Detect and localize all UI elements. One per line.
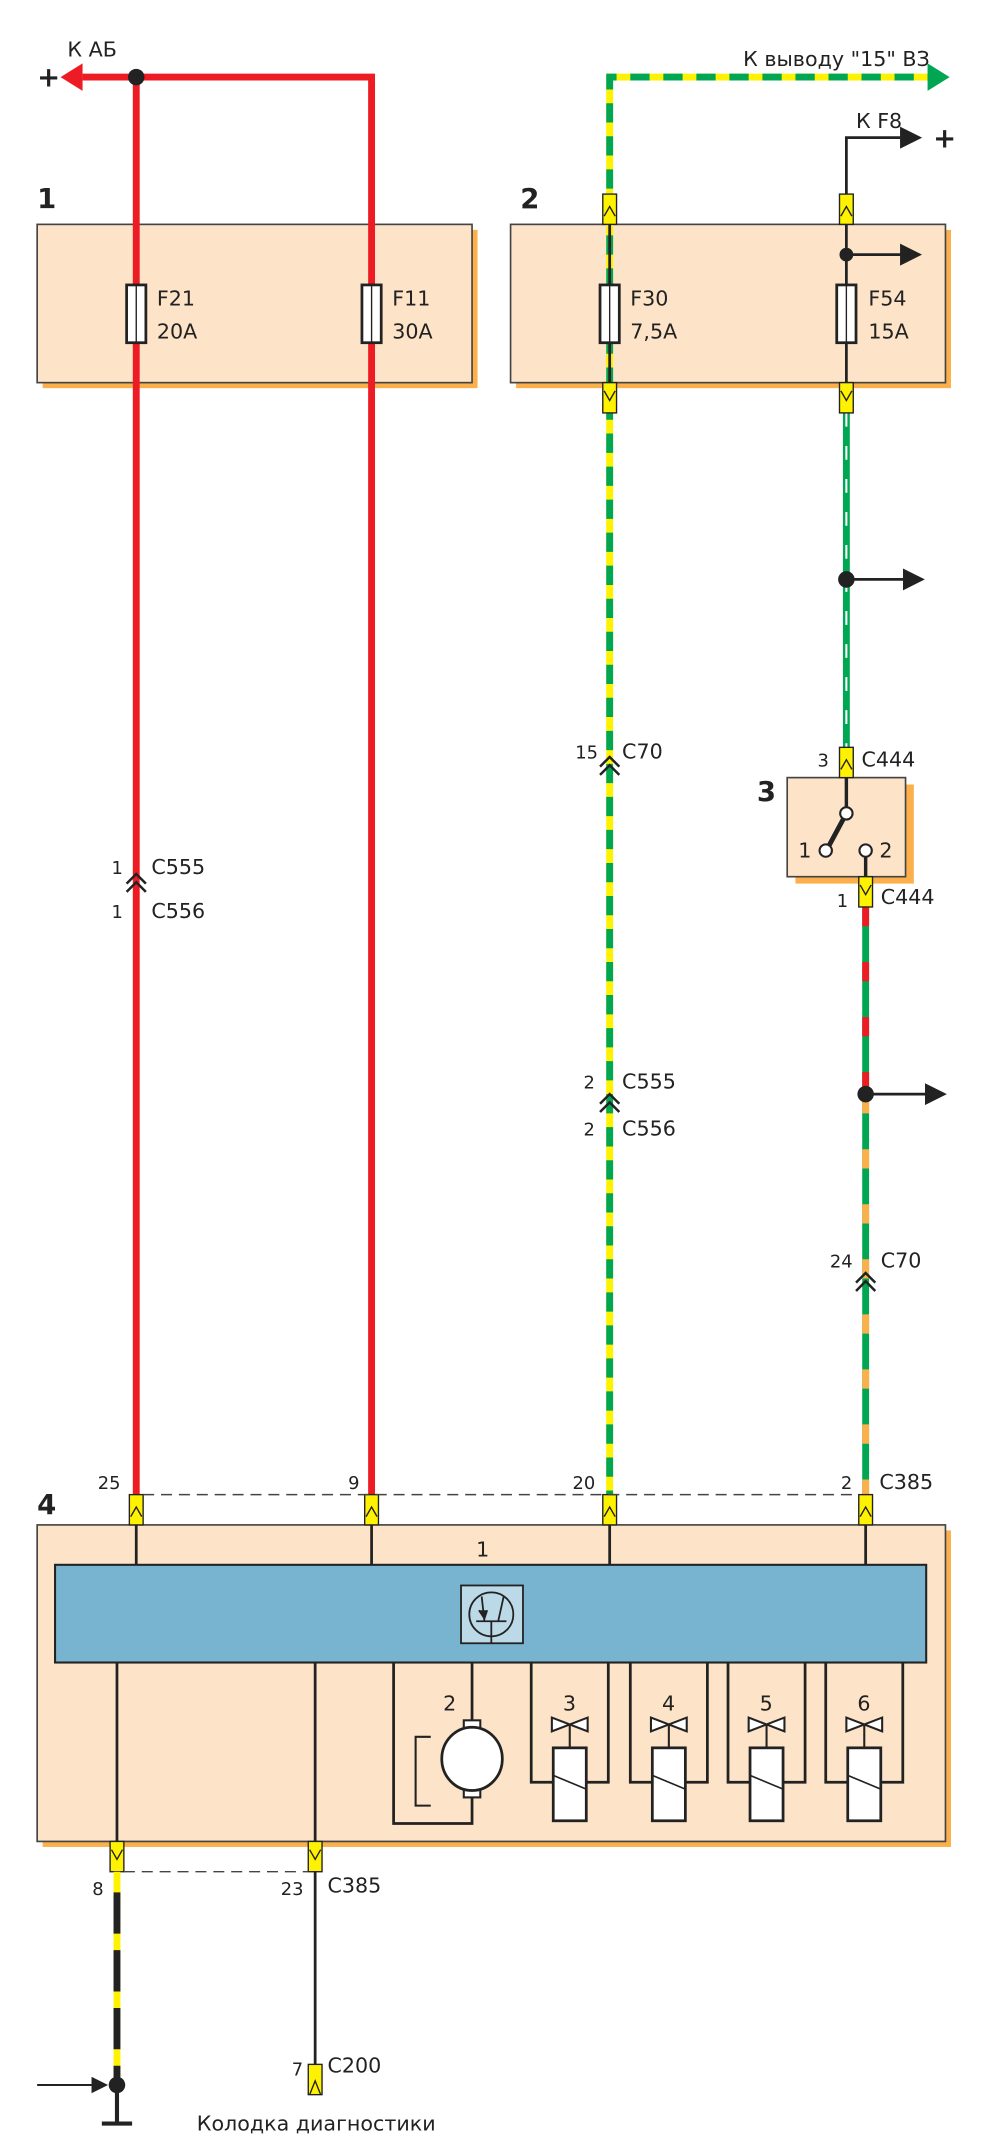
battery-arrow xyxy=(60,63,83,91)
f8-label: К F8 xyxy=(856,109,902,133)
c70-label: C70 xyxy=(881,1249,922,1273)
fuse-box-2 xyxy=(509,223,951,389)
switch-3-box xyxy=(786,776,914,884)
c444-bottom-pin: 1 xyxy=(837,891,848,912)
valve-6 xyxy=(845,1716,884,1823)
c385-pin: 23 xyxy=(281,1879,304,1900)
fuse-box-2-number: 2 xyxy=(520,183,539,215)
valve-label: 5 xyxy=(760,1692,773,1716)
green-yellow-wire xyxy=(606,73,931,1510)
valve-4 xyxy=(649,1716,688,1823)
motor-label: 2 xyxy=(443,1692,456,1716)
c70-pin: 15 xyxy=(575,742,598,763)
c556-pin: 1 xyxy=(111,902,122,923)
ground-icon xyxy=(101,2085,133,2126)
splice-node xyxy=(127,68,145,86)
f8-feed-wire xyxy=(845,126,923,195)
c70-label: C70 xyxy=(622,739,663,763)
module-internal-wires xyxy=(115,1524,905,1842)
fuse-rating: 15A xyxy=(868,320,908,344)
ignition-label: К выводу "15" ВЗ xyxy=(743,47,930,71)
fuse-name: F11 xyxy=(392,287,430,311)
fuse-box-1-number: 1 xyxy=(37,183,56,215)
c385-pin: 2 xyxy=(841,1473,852,1494)
ignition-arrow xyxy=(927,63,950,91)
c200-pin: 7 xyxy=(292,2059,303,2080)
valve-label: 6 xyxy=(857,1692,870,1716)
battery-label: К АБ xyxy=(67,37,116,61)
fuse-name: F54 xyxy=(868,287,906,311)
fuse-box-1 xyxy=(36,223,478,389)
switch-symbol xyxy=(818,777,873,877)
c444-top-pin: 3 xyxy=(817,751,828,772)
c556-pin: 2 xyxy=(584,1119,595,1140)
transistor-icon xyxy=(460,1584,524,1645)
c555-pin: 2 xyxy=(584,1073,595,1094)
c385-pin: 8 xyxy=(92,1879,103,1900)
c556-label: C556 xyxy=(622,1116,676,1140)
battery-plus: + xyxy=(37,62,60,94)
fuses xyxy=(125,283,858,345)
diagnostic-connector-label: Колодка диагностики xyxy=(197,2111,436,2135)
c385-pin: 9 xyxy=(348,1473,359,1494)
valve-label: 3 xyxy=(563,1692,576,1716)
solenoid-valves xyxy=(550,1716,884,1823)
c385-top-label: C385 xyxy=(879,1470,933,1494)
module-number: 4 xyxy=(37,1489,56,1521)
switch-pin-2: 2 xyxy=(879,838,892,862)
f8-plus: + xyxy=(933,122,956,154)
connector-pins xyxy=(109,193,874,2096)
switch-pin-1: 1 xyxy=(798,838,811,862)
switch-number: 3 xyxy=(757,776,776,808)
pin-chevrons xyxy=(110,205,872,2095)
fuse-rating: 30A xyxy=(392,320,432,344)
c555-pin: 1 xyxy=(111,858,122,879)
valve-5 xyxy=(747,1716,786,1823)
c555-label: C555 xyxy=(622,1070,676,1094)
c444-top-label: C444 xyxy=(862,748,916,772)
c385-pin: 25 xyxy=(98,1473,121,1494)
c444-bottom-label: C444 xyxy=(881,885,935,909)
fuse-rating: 7,5A xyxy=(630,320,677,344)
inline-connector-chevrons xyxy=(125,755,877,1292)
ecu-label: 1 xyxy=(476,1538,489,1562)
c385-pin: 20 xyxy=(573,1473,596,1494)
fuse-name: F30 xyxy=(630,287,668,311)
valve-3 xyxy=(550,1716,589,1823)
c555-label: C555 xyxy=(151,855,205,879)
c556-label: C556 xyxy=(151,899,205,923)
c70-pin: 24 xyxy=(830,1252,853,1273)
c385-bottom-label: C385 xyxy=(328,1873,382,1897)
fuse-name: F21 xyxy=(157,287,195,311)
motor-icon xyxy=(414,1719,504,1807)
c200-label: C200 xyxy=(328,2054,382,2078)
valve-label: 4 xyxy=(662,1692,675,1716)
fuse-rating: 20A xyxy=(157,320,197,344)
